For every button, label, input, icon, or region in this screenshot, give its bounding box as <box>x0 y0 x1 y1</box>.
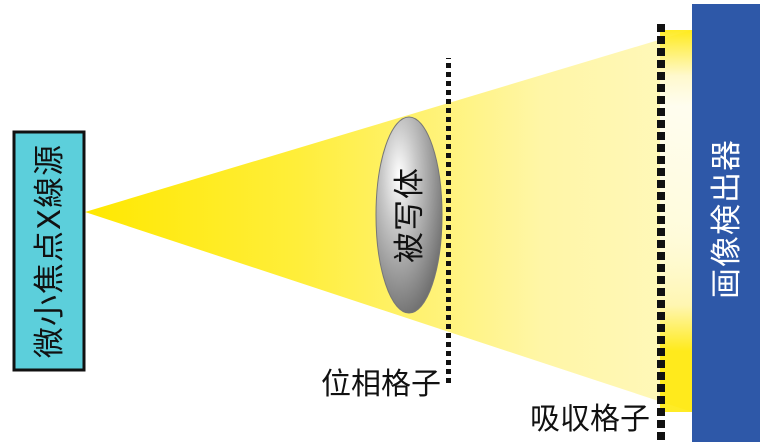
x-ray-source-label: 微小焦点X線源 <box>32 144 68 358</box>
image-detector-label: 画像検出器 <box>709 139 745 299</box>
object-label: 被写体 <box>392 167 428 263</box>
image-detector <box>692 4 760 442</box>
absorption-grating <box>657 20 665 440</box>
phase-grating <box>446 58 451 386</box>
absorption-grating-label: 吸収格子 <box>530 402 650 437</box>
x-ray-source-box <box>12 130 86 372</box>
phase-grating-label: 位相格子 <box>321 367 441 402</box>
beam-intensity-band <box>660 30 692 412</box>
object-ellipse <box>375 116 443 314</box>
